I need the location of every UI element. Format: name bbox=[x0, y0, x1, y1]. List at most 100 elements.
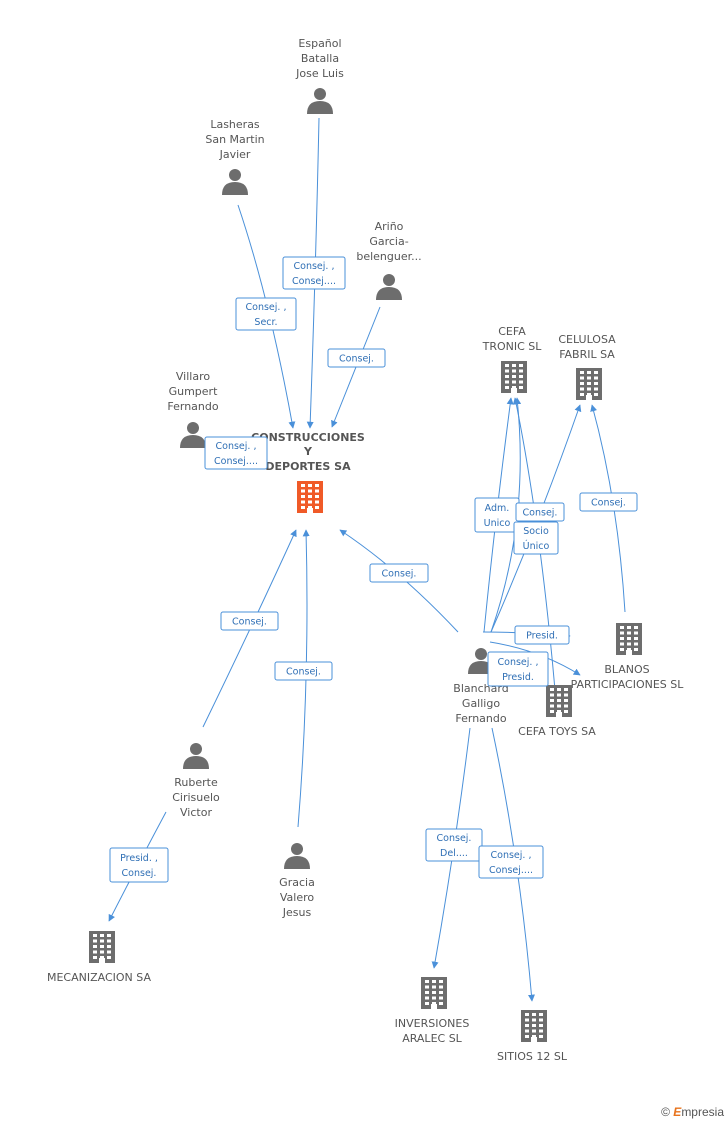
role-label-r_villaro[interactable]: Consej. ,Consej.... bbox=[204, 436, 268, 470]
role-text: Presid. ,Consej. bbox=[120, 853, 158, 879]
person-name-arino-line: Garcia- bbox=[369, 235, 408, 248]
role-text: Consej. bbox=[591, 498, 626, 509]
role-label-r_lasheras[interactable]: Consej. ,Secr. bbox=[235, 297, 297, 331]
role-label-r_presid_consej_mec[interactable]: Presid. ,Consej. bbox=[109, 847, 169, 883]
person-name-espanol-line: Español bbox=[298, 37, 341, 50]
role-label-r_consej_sitios[interactable]: Consej. ,Consej.... bbox=[478, 845, 544, 879]
company-name-mecanizacion-line: MECANIZACION SA bbox=[47, 971, 151, 984]
person-name-ruberte-line: Cirisuelo bbox=[172, 791, 220, 804]
building-icon bbox=[576, 368, 602, 400]
role-text: Consej. bbox=[382, 569, 417, 580]
company-node-celulosa[interactable]: CELULOSA FABRIL SA bbox=[558, 333, 616, 400]
center-company-name-line: DEPORTES SA bbox=[265, 460, 351, 473]
person-icon bbox=[307, 88, 333, 114]
role-label-r_ruberte[interactable]: Consej. bbox=[220, 611, 279, 631]
company-name-celulosa-line: FABRIL SA bbox=[559, 348, 615, 361]
role-text: Consej. bbox=[339, 354, 374, 365]
company-node-cefa_toys[interactable]: CEFA TOYS SA bbox=[518, 685, 596, 738]
company-name-celulosa[interactable]: CELULOSA FABRIL SA bbox=[558, 333, 616, 361]
company-name-inversiones[interactable]: INVERSIONES ARALEC SL bbox=[395, 1017, 470, 1045]
company-node-cefa_tronic[interactable]: CEFA TRONIC SL bbox=[482, 325, 543, 393]
copyright-icon: © bbox=[661, 1105, 670, 1119]
company-name-cefa_tronic[interactable]: CEFA TRONIC SL bbox=[482, 325, 543, 353]
role-label-r_consej_tronic[interactable]: Consej. bbox=[515, 502, 565, 522]
person-icon bbox=[183, 743, 209, 769]
role-label-r_blanchard_center[interactable]: Consej. bbox=[369, 563, 429, 583]
building-icon bbox=[501, 361, 527, 393]
role-label-r_presid_blanos[interactable]: Presid. bbox=[514, 625, 570, 645]
center-company-name-line: CONSTRUCCIONES bbox=[251, 431, 365, 444]
company-name-celulosa-line: CELULOSA bbox=[558, 333, 616, 346]
brand-name: mpresia bbox=[681, 1105, 724, 1119]
building-icon bbox=[89, 931, 115, 963]
person-name-lasheras-line: Lasheras bbox=[210, 118, 260, 131]
person-name-blanchard-line: Galligo bbox=[462, 697, 500, 710]
company-node-inversiones[interactable]: INVERSIONES ARALEC SL bbox=[395, 977, 470, 1045]
role-text: Consej.Del.... bbox=[437, 833, 472, 859]
center-building-icon bbox=[297, 481, 323, 513]
company-node-mecanizacion[interactable]: MECANIZACION SA bbox=[47, 931, 151, 984]
role-label-r_espanol[interactable]: Consej. ,Consej.... bbox=[282, 256, 346, 290]
role-label-r_consej_presid_toys[interactable]: Consej. ,Presid. bbox=[487, 651, 549, 687]
company-name-inversiones-line: ARALEC SL bbox=[402, 1032, 462, 1045]
person-icon bbox=[222, 169, 248, 195]
building-icon bbox=[616, 623, 642, 655]
brand-initial: E bbox=[673, 1105, 682, 1119]
roles-layer: Consej. ,Consej.... Consej. ,Secr. Consej.… bbox=[109, 256, 638, 883]
role-label-r_consej_del_inv[interactable]: Consej.Del.... bbox=[425, 828, 483, 862]
person-name-lasheras-line: Javier bbox=[219, 148, 251, 161]
role-label-r_consej_celulosa[interactable]: Consej. bbox=[579, 492, 638, 512]
company-name-sitios[interactable]: SITIOS 12 SL bbox=[497, 1050, 568, 1063]
role-text: Consej. bbox=[523, 508, 558, 519]
person-name-villaro-line: Gumpert bbox=[169, 385, 218, 398]
company-name-mecanizacion[interactable]: MECANIZACION SA bbox=[47, 971, 151, 984]
company-name-cefa_toys-line: CEFA TOYS SA bbox=[518, 725, 596, 738]
company-name-blanos-line: BLANOS bbox=[604, 663, 649, 676]
person-name-blanchard-line: Fernando bbox=[455, 712, 506, 725]
role-label-r_gracia[interactable]: Consej. bbox=[274, 661, 333, 681]
company-name-cefa_tronic-line: CEFA bbox=[498, 325, 526, 338]
edge-line bbox=[331, 306, 381, 428]
person-icon bbox=[284, 843, 310, 869]
person-name-arino-line: belenguer... bbox=[356, 250, 421, 263]
person-name-gracia-line: Gracia bbox=[279, 876, 315, 889]
person-name-arino-line: Ariño bbox=[375, 220, 404, 233]
building-icon bbox=[546, 685, 572, 717]
company-node-sitios[interactable]: SITIOS 12 SL bbox=[497, 1010, 568, 1063]
role-label-r_arino[interactable]: Consej. bbox=[327, 348, 386, 368]
company-name-cefa_toys[interactable]: CEFA TOYS SA bbox=[518, 725, 596, 738]
role-label-r_adm_unico[interactable]: Adm.Unico bbox=[474, 497, 520, 533]
role-text: Consej. ,Consej.... bbox=[214, 441, 258, 467]
building-icon bbox=[421, 977, 447, 1009]
role-text: Consej. ,Consej.... bbox=[489, 850, 533, 876]
person-name-lasheras-line: San Martin bbox=[205, 133, 264, 146]
person-name-espanol-line: Jose Luis bbox=[295, 67, 344, 80]
company-name-cefa_tronic-line: TRONIC SL bbox=[482, 340, 543, 353]
person-name-gracia-line: Jesus bbox=[282, 906, 312, 919]
person-name-villaro-line: Fernando bbox=[167, 400, 218, 413]
role-text: Consej. ,Secr. bbox=[246, 302, 287, 328]
company-name-inversiones-line: INVERSIONES bbox=[395, 1017, 470, 1030]
person-icon bbox=[180, 422, 206, 448]
role-text: Consej. bbox=[286, 667, 321, 678]
